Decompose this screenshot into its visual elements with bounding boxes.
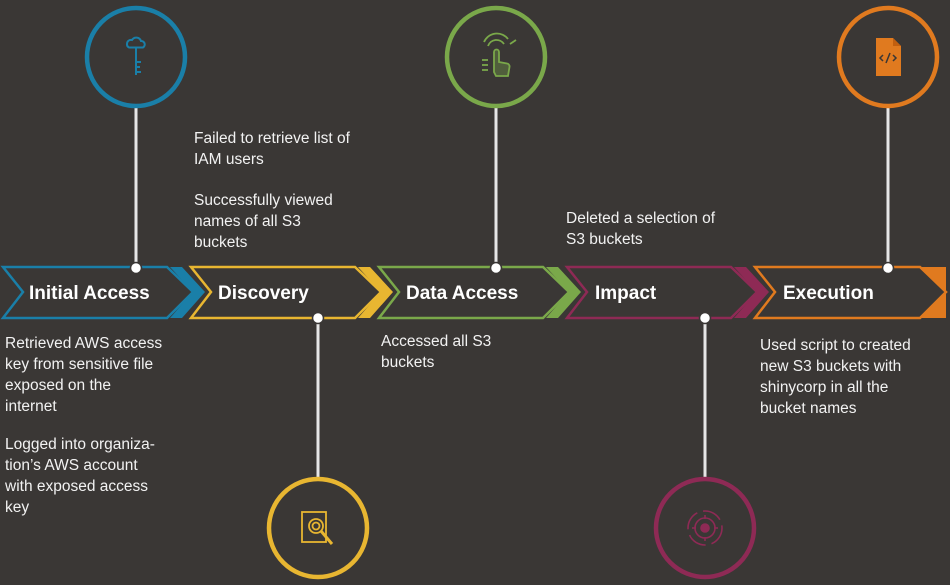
step-label-data-access: Data Access: [406, 283, 518, 304]
step-label-execution: Execution: [783, 283, 874, 304]
chevron-accent: [170, 267, 205, 318]
chevron-accent: [546, 267, 581, 318]
step-initial-access: Initial Access: [0, 265, 205, 320]
dot-initial-access: [129, 261, 143, 275]
dot-execution: [881, 261, 895, 275]
touch-hand-icon: [482, 32, 517, 77]
note-data-access-1: Accessed all S3 buckets: [381, 333, 492, 371]
icon-circle-initial-access: [84, 5, 188, 109]
icon-circle-impact: [653, 476, 757, 580]
dot-impact: [698, 311, 712, 325]
connector-dots: [129, 261, 895, 325]
step-execution: Execution: [752, 265, 948, 320]
step-impact: Impact: [564, 265, 769, 320]
dot-data-access: [489, 261, 503, 275]
note-impact-1: Deleted a selection of S3 buckets: [566, 210, 716, 248]
chevron-accent: [734, 267, 769, 318]
note-initial-access-2: Logged into organiza- tion’s AWS account…: [5, 436, 155, 516]
note-discovery-2: Successfully viewed names of all S3 buck…: [194, 192, 333, 251]
icon-circle-data-access: [444, 5, 548, 109]
note-execution-1: Used script to created new S3 buckets wi…: [760, 337, 911, 417]
key-cloud-icon: [126, 36, 146, 75]
step-data-access: Data Access: [376, 265, 581, 320]
icon-circle-discovery: [266, 476, 370, 580]
dot-discovery: [311, 311, 325, 325]
step-label-discovery: Discovery: [218, 283, 309, 304]
code-file-icon: [876, 38, 901, 76]
chevron-accent: [358, 267, 393, 318]
icon-circle-execution: [836, 5, 940, 109]
step-label-impact: Impact: [595, 283, 657, 304]
target-gear-icon: [687, 510, 723, 546]
document-search-icon: [301, 511, 334, 545]
note-discovery-1: Failed to retrieve list of IAM users: [194, 130, 350, 168]
connector-lines: [134, 106, 890, 484]
chevron-accent: [920, 267, 946, 318]
note-initial-access-1: Retrieved AWS access key from sensitive …: [5, 335, 163, 415]
step-label-initial-access: Initial Access: [29, 283, 150, 304]
step-discovery: Discovery: [188, 265, 393, 320]
